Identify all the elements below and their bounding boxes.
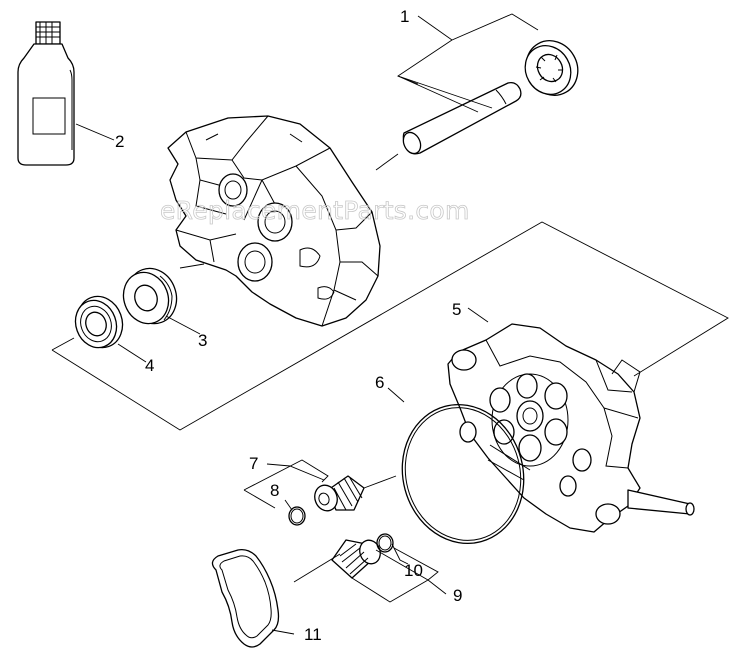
part-outlet-valve [331,539,381,579]
watermark-text: eReplacementParts.com [160,196,470,225]
callout-labels: 1 2 3 4 5 6 7 8 9 10 11 [115,7,462,644]
part-shaft-seal-ring [524,40,579,96]
callout-6: 6 [375,373,384,392]
part-seal [122,267,178,325]
callout-10: 10 [404,561,423,580]
callout-9: 9 [453,586,462,605]
part-small-o-ring-a [288,506,306,526]
part-bearing [74,295,124,349]
callout-3: 3 [198,331,207,350]
part-inlet-valve [314,475,365,512]
callout-11: 11 [304,625,322,644]
part-oil-bottle [17,21,75,166]
part-pump-housing [167,115,381,327]
part-cylinder-head [447,323,695,533]
callout-1: 1 [400,7,409,26]
part-large-o-ring [401,403,531,545]
part-gasket [211,548,280,648]
leader-lines [51,13,729,635]
callout-4: 4 [145,356,154,375]
callout-2: 2 [115,132,124,151]
callout-5: 5 [452,300,461,319]
callout-7: 7 [249,454,258,473]
part-small-o-ring-b [376,533,394,553]
part-shaft [402,81,522,155]
callout-8: 8 [270,481,279,500]
